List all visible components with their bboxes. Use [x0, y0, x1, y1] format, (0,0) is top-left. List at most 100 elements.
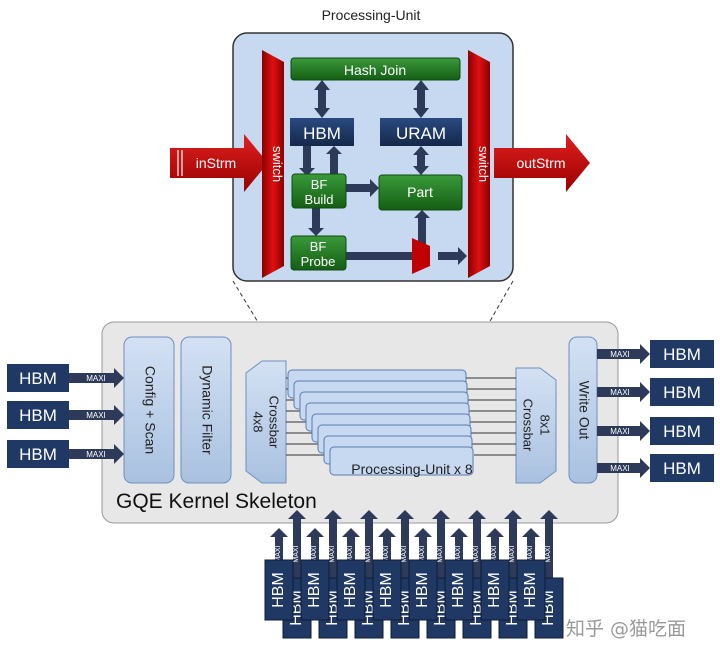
maxi-arrow [306, 528, 324, 560]
hbm-box [650, 454, 714, 482]
maxi-arrow [597, 344, 650, 364]
switch-right: switch [468, 50, 491, 278]
hbm-label: HBM [270, 572, 287, 608]
pu-title: Processing-Unit [322, 7, 421, 23]
hbm-label: HBM [663, 422, 701, 441]
hbm-box [408, 559, 438, 621]
hbm-box [444, 559, 474, 621]
maxi-arrow [540, 510, 558, 578]
maxi-label: MAXI [365, 545, 372, 562]
hash-join-block: Hash Join [290, 57, 461, 81]
hbm-box [264, 559, 294, 621]
bf-build-block: BF Build [291, 173, 347, 209]
hbm-label: HBM [306, 572, 323, 608]
maxi-arrow [69, 368, 124, 388]
maxi-arrow [69, 444, 124, 464]
maxi-arrow [597, 421, 650, 441]
maxi-arrow [432, 510, 450, 578]
maxi-label: MAXI [347, 545, 354, 562]
hbm-label: HBM [378, 572, 395, 608]
hbm-box [336, 559, 366, 621]
maxi-arrow [342, 528, 360, 560]
config-scan-label: Config + Scan [142, 366, 158, 454]
uram-block: URAM [380, 118, 462, 146]
outstrm-label: outStrm [516, 155, 565, 171]
maxi-label: MAXI [610, 350, 630, 359]
maxi-arrow [597, 458, 650, 478]
config-scan-block: Config + Scan [123, 336, 175, 484]
crossbar-in-block: 4x8 Crossbar [245, 360, 287, 484]
bf-build-label-2: Build [305, 192, 334, 207]
maxi-label: MAXI [293, 545, 300, 562]
bf-build-label-1: BF [311, 177, 328, 192]
instrm-label: inStrm [196, 155, 236, 171]
hbm-label: HBM [450, 572, 467, 608]
hbm-label: HBM [663, 383, 701, 402]
bottom-hbm-group: MAXI HBM MAXI HBM MAXI HBM MAXI HBM MAXI HBM MAXI H… [264, 510, 564, 639]
maxi-arrow [69, 405, 124, 425]
dynamic-filter-block: Dynamic Filter [180, 336, 232, 484]
outstrm-arrow: outStrm [494, 134, 590, 192]
maxi-arrow [270, 528, 288, 560]
hbm-label: HBM [342, 572, 359, 608]
maxi-label: MAXI [545, 545, 552, 562]
uram-label: URAM [396, 124, 446, 143]
hbm-label: HBM [414, 572, 431, 608]
crossbar-in-label-2: Crossbar [267, 396, 282, 449]
crossbar-out-label-2: 8x1 [538, 415, 553, 436]
hbm-box [7, 401, 69, 429]
hbm-label: HBM [663, 459, 701, 478]
hbm-box [516, 559, 546, 621]
maxi-label: MAXI [491, 545, 498, 562]
maxi-arrow [522, 528, 540, 560]
maxi-label: MAXI [383, 545, 390, 562]
maxi-label: MAXI [610, 388, 630, 397]
pu-hbm-block: HBM [290, 118, 354, 146]
maxi-arrow [414, 528, 432, 560]
hbm-label: HBM [19, 445, 57, 464]
hbm-box [650, 378, 714, 406]
maxi-arrow [504, 510, 522, 578]
hbm-label: HBM [19, 406, 57, 425]
hbm-box [650, 340, 714, 368]
maxi-arrow [468, 510, 486, 578]
maxi-label: MAXI [527, 545, 534, 562]
maxi-arrow [396, 510, 414, 578]
maxi-label: MAXI [86, 374, 106, 383]
gqe-kernel-title: GQE Kernel Skeleton [116, 490, 317, 513]
hbm-label: HBM [522, 572, 539, 608]
bf-probe-block: BF Probe [290, 235, 347, 271]
maxi-arrow [597, 382, 650, 402]
hbm-label: HBM [19, 369, 57, 388]
crossbar-out-label-1: Crossbar [521, 399, 536, 452]
part-label: Part [407, 184, 433, 200]
hbm-box [300, 559, 330, 621]
maxi-arrow [324, 510, 342, 578]
maxi-arrow [360, 510, 378, 578]
maxi-label: MAXI [401, 545, 408, 562]
instrm-arrow: inStrm [170, 134, 268, 192]
part-block: Part [378, 174, 463, 211]
pu-internal-arrows [299, 80, 467, 265]
hbm-box [7, 364, 69, 392]
processing-unit-stack: Processing-Unit x 8 [286, 369, 516, 477]
hash-join-label: Hash Join [344, 62, 406, 78]
crossbar-out-block: Crossbar 8x1 [515, 367, 557, 484]
hbm-box [7, 440, 69, 468]
maxi-label: MAXI [509, 545, 516, 562]
mux-shape [412, 238, 430, 274]
hbm-box [372, 559, 402, 621]
maxi-label: MAXI [311, 545, 318, 562]
maxi-arrow [288, 510, 306, 578]
hbm-label: HBM [486, 572, 503, 608]
pu-array-label: Processing-Unit x 8 [351, 461, 473, 477]
write-out-label: Write Out [576, 381, 592, 440]
pu-hbm-label: HBM [303, 124, 341, 143]
hbm-box [480, 559, 510, 621]
bf-probe-label-2: Probe [301, 254, 336, 269]
maxi-label: MAXI [610, 427, 630, 436]
maxi-arrow [450, 528, 468, 560]
switch-left: switch [262, 50, 285, 278]
crossbar-in-label-1: 4x8 [251, 412, 266, 433]
